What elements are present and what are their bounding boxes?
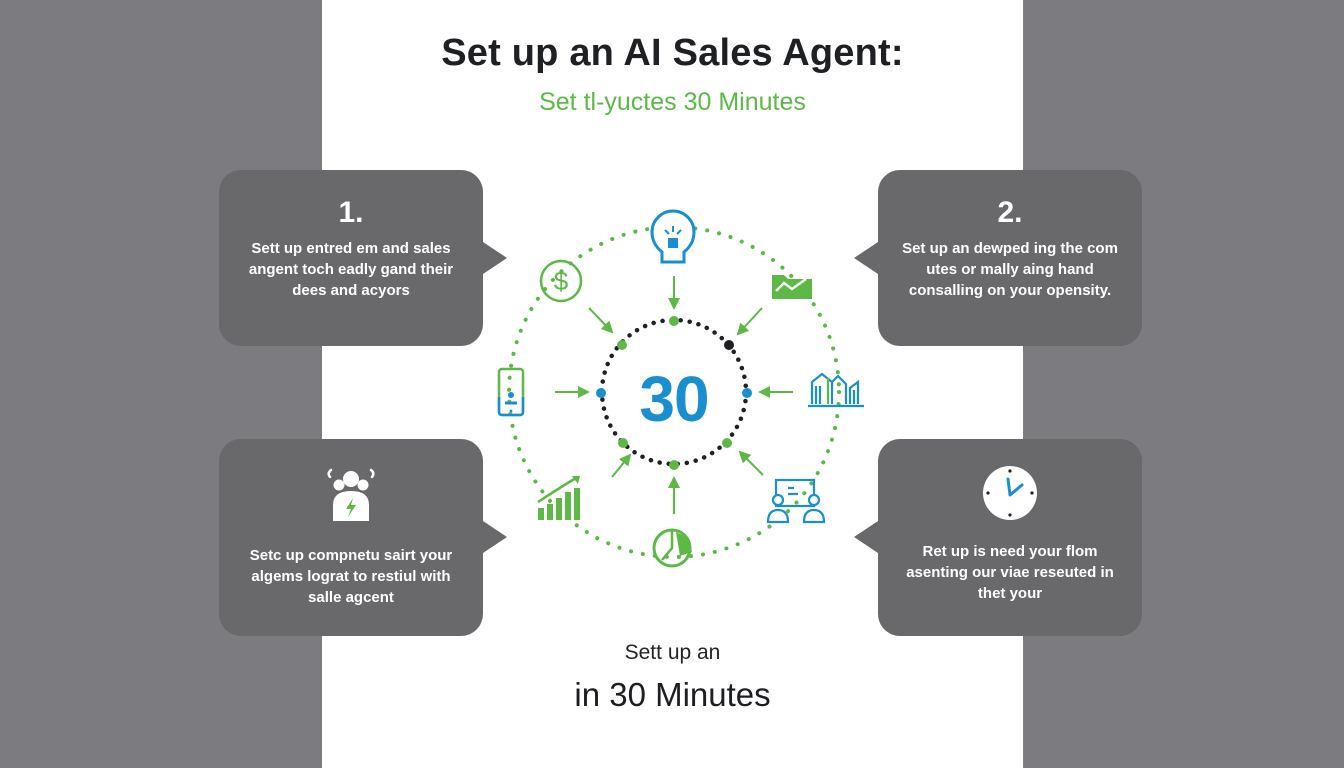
page-subtitle: Set tl-yuctes 30 Minutes: [539, 88, 806, 116]
footer-line-2: in 30 Minutes: [574, 676, 771, 713]
step-card-1: 1. Sett up entred em and sales angent to…: [219, 170, 507, 346]
step-number: 2.: [997, 196, 1023, 229]
step-number: 1.: [338, 196, 364, 229]
team-lightning-icon: [327, 468, 375, 521]
step-text: Ret up is need your flom asenting our vi…: [906, 543, 1114, 602]
page-title: Set up an AI Sales Agent:: [441, 32, 904, 74]
step-card-4: Ret up is need your flom asenting our vi…: [854, 439, 1142, 636]
center-value: 30: [639, 363, 709, 435]
step-text: Sett up entred em and sales angent toch …: [248, 240, 454, 299]
step-card-2: 2. Set up an dewped ing the com utes or …: [854, 170, 1142, 346]
step-text: Set up an dewped ing the com utes or mal…: [902, 240, 1118, 299]
clock-icon: [983, 466, 1037, 520]
step-card-3: Setc up compnetu sairt your algems logra…: [219, 439, 507, 636]
step-text: Setc up compnetu sairt your algems logra…: [249, 547, 453, 606]
footer-line-1: Sett up an: [624, 641, 721, 664]
